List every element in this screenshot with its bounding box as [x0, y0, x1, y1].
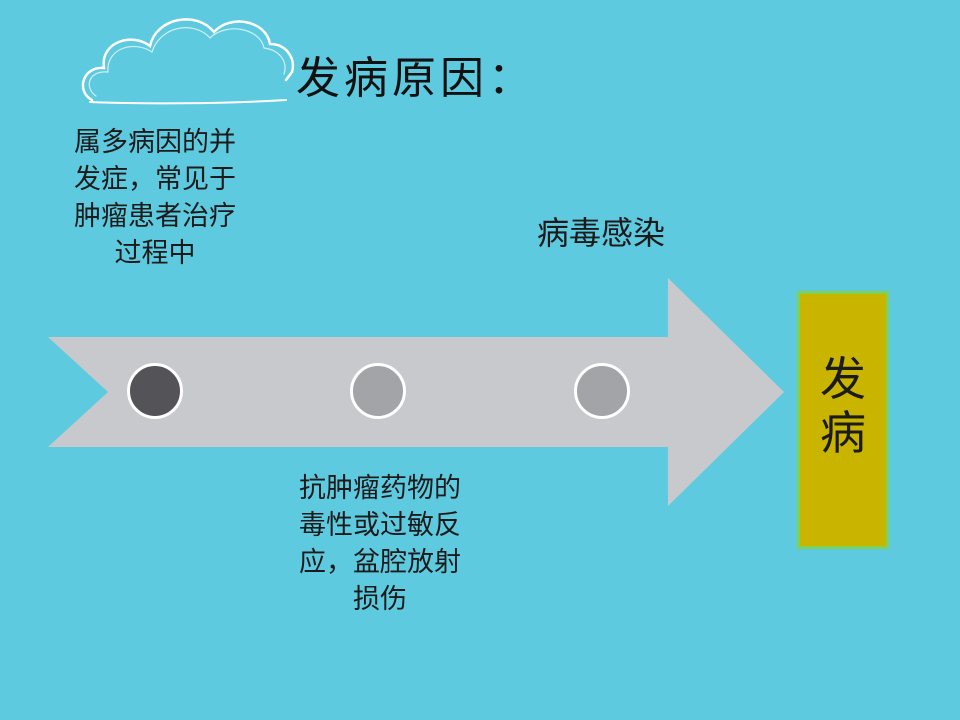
timeline-dot-2 [350, 363, 406, 419]
timeline-dot-1 [127, 363, 183, 419]
timeline-dot-3 [574, 363, 630, 419]
cloud-icon [81, 18, 295, 105]
result-box: 发病 [797, 291, 889, 549]
result-label: 发病 [820, 352, 866, 460]
cause-text-2: 抗肿瘤药物的毒性或过敏反应，盆腔放射损伤 [299, 473, 461, 615]
cause-text-3: 病毒感染 [536, 214, 665, 252]
cause-text-1: 属多病因的并发症，常见于肿瘤患者治疗过程中 [74, 127, 236, 269]
slide-title: 发病原因： [296, 53, 536, 104]
